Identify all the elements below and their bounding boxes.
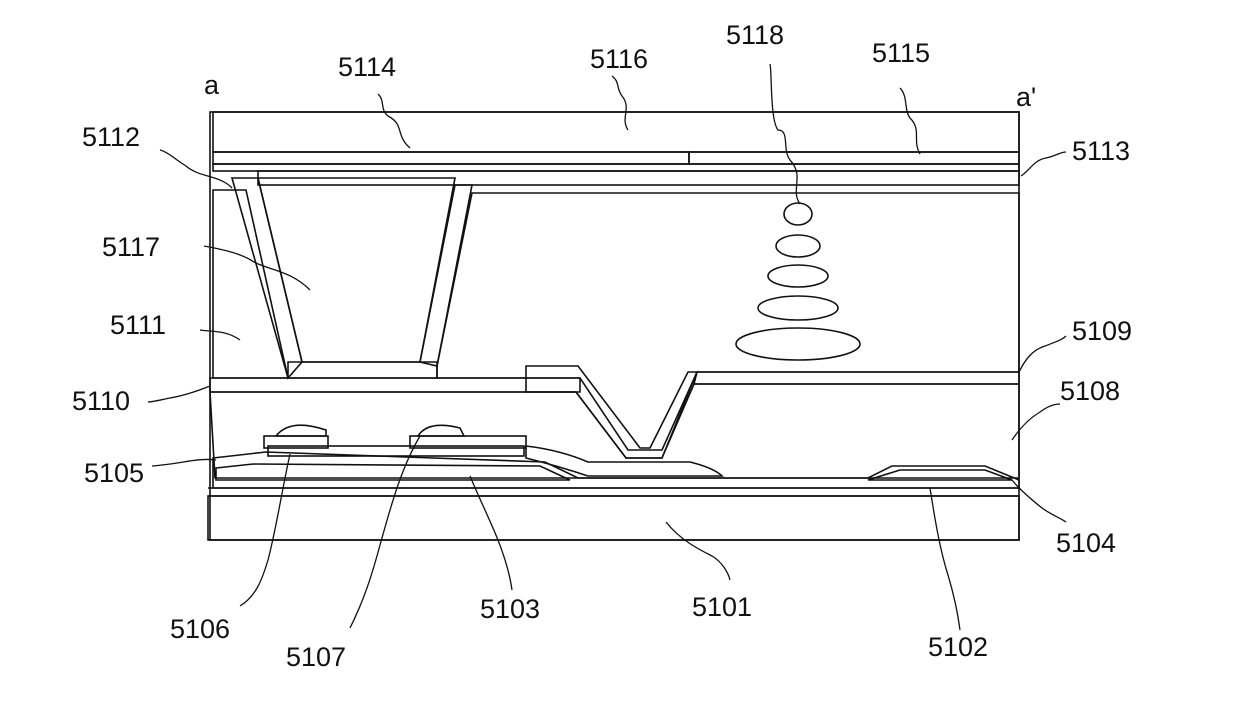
label-5111: 5111: [110, 310, 166, 340]
liquid-crystal-molecules-5118: [736, 203, 860, 360]
layer-5115-color-filter: [689, 152, 1019, 164]
layer-5111-liquid-crystal-right: [437, 193, 1019, 450]
label-5116: 5116: [590, 44, 648, 74]
layer-5109-alignment-film: [694, 372, 1019, 384]
label-5104: 5104: [1056, 528, 1116, 558]
label-5114: 5114: [338, 52, 396, 82]
section-label-a: a: [204, 70, 220, 100]
label-5110: 5110: [72, 386, 130, 416]
spacer-5117: [258, 178, 455, 362]
layer-5113-counter-electrode: [213, 164, 1019, 171]
label-5107: 5107: [286, 642, 346, 672]
layer-5110-alignment-film: [210, 378, 580, 392]
layer-5116-counter-substrate: [213, 112, 1019, 152]
layer-5101-substrate: [208, 496, 1019, 540]
spacer-alignment-left: [232, 178, 302, 378]
contact-bump-right: [418, 425, 464, 436]
layer-5114-black-matrix: [213, 152, 689, 164]
contact-bump-left: [276, 425, 326, 436]
drain-wiring: [526, 446, 722, 476]
label-5117: 5117: [102, 232, 160, 262]
label-5115: 5115: [872, 38, 930, 68]
section-label-a-prime: a': [1016, 82, 1036, 112]
label-5113: 5113: [1072, 136, 1130, 166]
label-5109: 5109: [1072, 316, 1132, 346]
label-5106: 5106: [170, 614, 230, 644]
spacer-alignment-right: [420, 185, 472, 366]
label-5101: 5101: [692, 592, 752, 622]
spacer-alignment-bottom: [288, 362, 437, 378]
layer-5111-liquid-crystal-left: [213, 190, 288, 378]
label-5103: 5103: [480, 594, 540, 624]
leader-lines: [148, 64, 1066, 630]
label-5105: 5105: [84, 458, 144, 488]
label-5112: 5112: [82, 122, 140, 152]
pixel-electrode-contact: [526, 366, 697, 458]
label-5118: 5118: [726, 20, 784, 50]
label-5108: 5108: [1060, 376, 1120, 406]
label-5102: 5102: [928, 632, 988, 662]
